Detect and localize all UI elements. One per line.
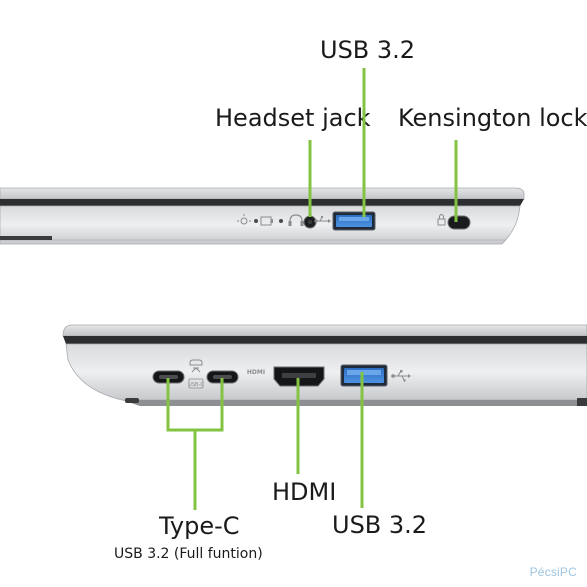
label-type-c-sub: USB 3.2 (Full funtion) bbox=[114, 546, 263, 562]
laptop-right-side bbox=[0, 187, 525, 245]
usb-a-port-top bbox=[332, 211, 376, 231]
kensington-slot bbox=[447, 215, 471, 230]
label-kensington-lock: Kensington lock bbox=[398, 104, 587, 132]
label-hdmi: HDMI bbox=[272, 478, 337, 506]
label-type-c: Type-C bbox=[159, 512, 240, 540]
label-headset-jack: Headset jack bbox=[215, 104, 371, 132]
laptop-left-side bbox=[62, 324, 587, 406]
watermark: PécsiPC bbox=[529, 565, 577, 579]
usb-icon-bottom bbox=[391, 370, 411, 382]
battery-led bbox=[279, 219, 283, 223]
label-usb-bottom: USB 3.2 bbox=[332, 511, 428, 539]
label-usb-top: USB 3.2 bbox=[320, 36, 416, 64]
usb-a-port-bottom bbox=[340, 364, 388, 387]
usb-icon bbox=[314, 216, 331, 223]
headset-icon bbox=[288, 214, 304, 226]
hdmi-icon: HDMI bbox=[247, 369, 265, 376]
usb-c-port-2 bbox=[206, 370, 239, 384]
callout-lines-bottom bbox=[166, 372, 364, 510]
hdmi-port bbox=[273, 366, 325, 387]
usb-c-marking: USB-C bbox=[188, 382, 204, 388]
power-led bbox=[254, 219, 258, 223]
callout-lines-top bbox=[308, 68, 458, 222]
usb-c-icon: USB-C bbox=[188, 359, 204, 389]
lock-icon bbox=[437, 214, 446, 226]
power-led-icon bbox=[237, 214, 251, 225]
battery-led-icon bbox=[260, 216, 273, 226]
